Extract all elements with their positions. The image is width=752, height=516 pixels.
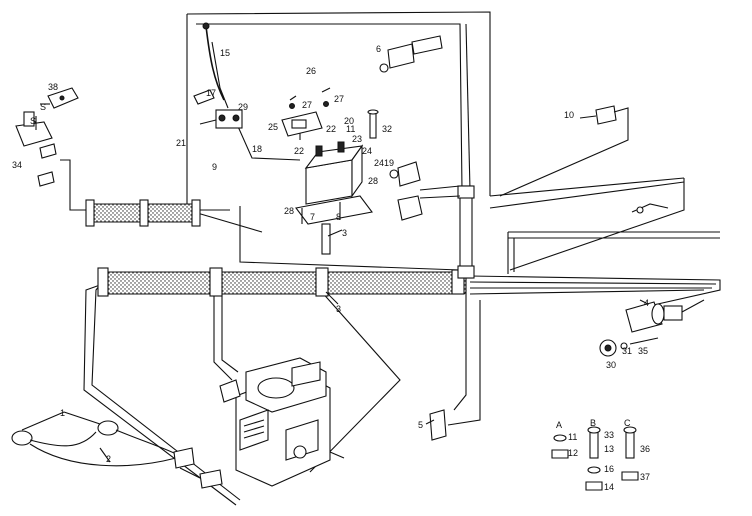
callout-33: 33 — [604, 430, 614, 440]
terminal-clip-38 — [40, 87, 79, 109]
connector-4 — [625, 299, 705, 333]
callout-leaders — [21, 229, 649, 463]
harness-sleeve-main — [97, 267, 467, 297]
callout-24-side: 24 — [374, 158, 384, 168]
callout-27-right: 27 — [334, 94, 344, 104]
callout-23: 23 — [352, 134, 362, 144]
battery-24 — [295, 141, 373, 255]
callout-26: 26 — [306, 66, 316, 76]
callout-31: 31 — [622, 346, 632, 356]
callout-7: 7 — [310, 212, 315, 222]
callout-s-lower: S — [30, 116, 36, 126]
callout-18: 18 — [252, 144, 262, 154]
callout-10: 10 — [564, 110, 574, 120]
callout-19: 19 — [384, 158, 394, 168]
fuse-holder-25 — [281, 87, 331, 137]
callout-35: 35 — [638, 346, 648, 356]
callout-3-harness: 3 — [336, 304, 341, 314]
callout-30: 30 — [606, 360, 616, 370]
engine-assembly — [219, 357, 345, 487]
clip-5 — [429, 409, 447, 441]
cable-15 — [193, 22, 225, 105]
starter-solenoid-29 — [199, 109, 243, 129]
callout-20: 20 — [344, 116, 354, 126]
ground-lead — [631, 203, 669, 214]
callout-11-top: 11 — [346, 124, 355, 134]
callout-29: 29 — [238, 102, 248, 112]
callout-36: 36 — [640, 444, 650, 454]
hardware-column-b: B — [590, 418, 596, 428]
callout-9: 9 — [212, 162, 217, 172]
harness-vertical-sleeve — [457, 185, 475, 279]
callout-24-top: 24 — [362, 146, 372, 156]
callout-4: 4 — [644, 298, 649, 308]
callout-15: 15 — [220, 48, 230, 58]
callout-37: 37 — [640, 472, 650, 482]
callout-16: 16 — [604, 464, 614, 474]
callout-11-hardware: 11 — [568, 432, 577, 442]
callout-5: 5 — [418, 420, 423, 430]
harness-sleeve-left — [85, 199, 201, 227]
callout-labels: 1 2 3 3 4 5 6 7 8 9 10 11 11 12 13 14 15… — [12, 44, 650, 492]
switch-19 — [389, 161, 461, 221]
bolt-32 — [367, 109, 379, 139]
callout-14: 14 — [604, 482, 614, 492]
callout-34: 34 — [12, 160, 22, 170]
callout-21: 21 — [176, 138, 186, 148]
callout-1: 1 — [60, 408, 65, 418]
callout-8: 8 — [336, 212, 341, 222]
hardware-column-a: A — [556, 420, 562, 430]
callout-17: 17 — [206, 88, 216, 98]
callout-s-upper: S — [40, 102, 46, 112]
callout-3-battery-strap: 3 — [342, 228, 347, 238]
switch-6 — [379, 35, 443, 73]
connector-10 — [499, 105, 629, 197]
hardware-stack — [551, 426, 639, 491]
callout-22-right: 22 — [326, 124, 336, 134]
hardware-column-c: C — [624, 418, 631, 428]
wire-harness-routes — [60, 11, 721, 506]
callout-32: 32 — [382, 124, 392, 134]
callout-6: 6 — [376, 44, 381, 54]
headlight-harness-2 — [11, 420, 223, 489]
callout-28-right: 28 — [368, 176, 378, 186]
connector-34 — [15, 111, 57, 187]
callout-12: 12 — [568, 448, 578, 458]
callout-13: 13 — [604, 444, 614, 454]
callout-38: 38 — [48, 82, 58, 92]
hardware-30-31-35 — [599, 337, 659, 357]
callout-22-left: 22 — [294, 146, 304, 156]
callout-27-left: 27 — [302, 100, 312, 110]
callout-2: 2 — [106, 454, 111, 464]
callout-28-left: 28 — [284, 206, 294, 216]
callout-25: 25 — [268, 122, 278, 132]
